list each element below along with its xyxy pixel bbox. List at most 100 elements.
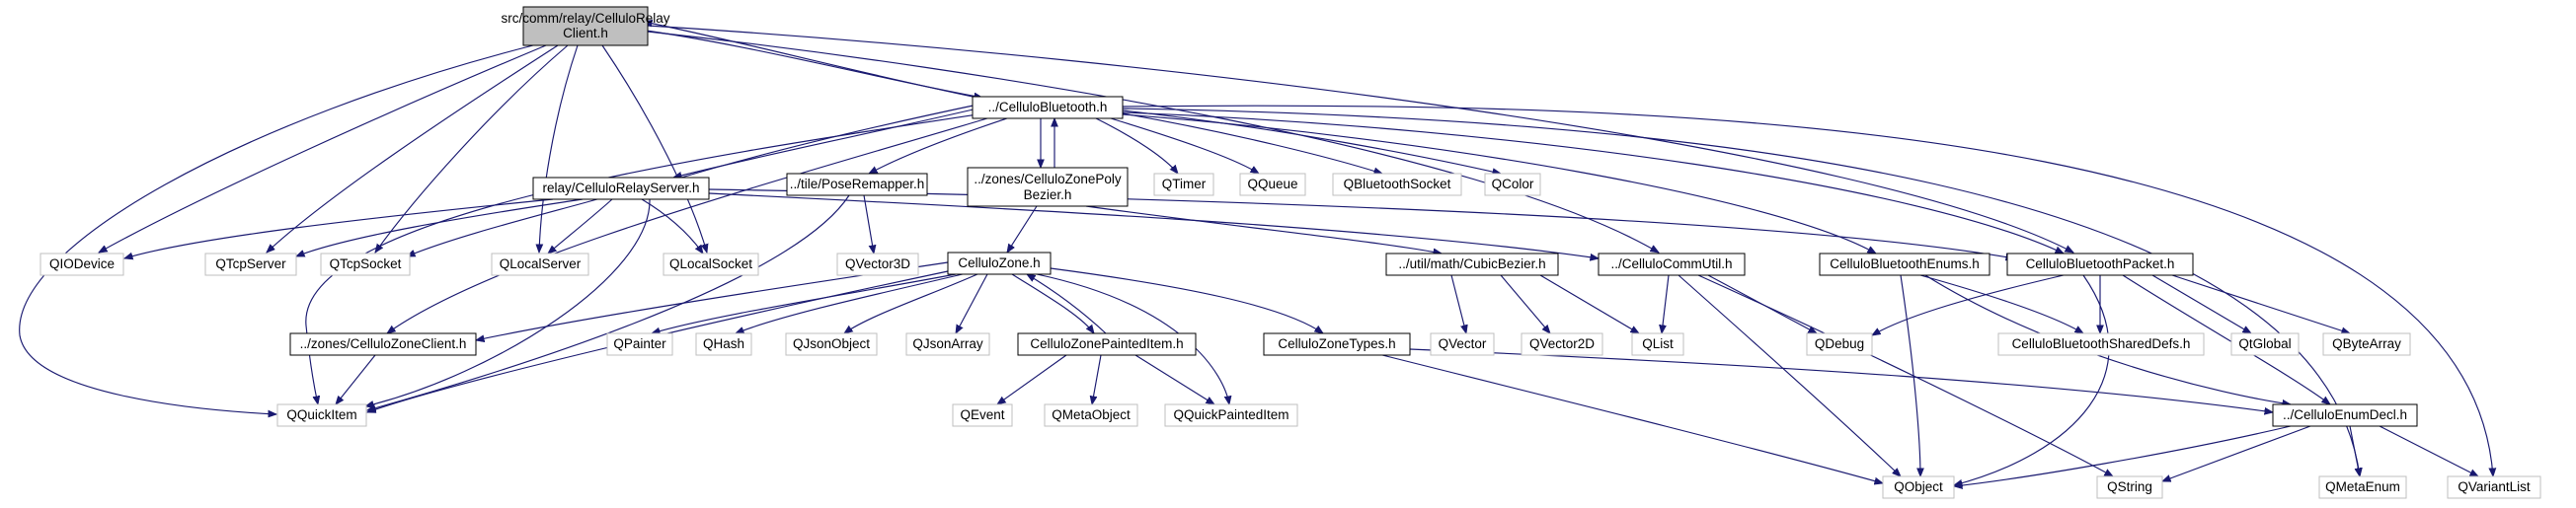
node-qvariantlist[interactable]: QVariantList	[2447, 475, 2541, 499]
edge-bt-to-relayserver	[673, 108, 978, 178]
edge-cubic-to-qvector	[1450, 274, 1466, 333]
svg-text:QTcpServer: QTcpServer	[215, 256, 286, 271]
edge-zoneclient-to-qquickitem	[336, 354, 376, 404]
svg-text:QVector2D: QVector2D	[1529, 336, 1595, 351]
svg-text:QVector3D: QVector3D	[845, 256, 910, 271]
edge-bt-to-bluetoothenums	[1122, 113, 1876, 254]
node-qevent[interactable]: QEvent	[952, 403, 1013, 427]
edge-zone-to-paintedtem	[1011, 273, 1094, 333]
node-qtimer[interactable]: QTimer	[1153, 173, 1214, 196]
svg-text:../tile/PoseRemapper.h: ../tile/PoseRemapper.h	[790, 177, 925, 191]
edge-relay-to-packet	[708, 188, 2014, 258]
edge-enumdecl-to-qvariantlist	[2379, 425, 2478, 476]
edge-zonepoly-to-cellulozone	[1007, 205, 1038, 253]
node-qcolor[interactable]: QColor	[1484, 173, 1541, 196]
edge-packet-to-qdebug	[1872, 274, 2065, 335]
node-qjsonarray[interactable]: QJsonArray	[905, 332, 990, 356]
node-root[interactable]: src/comm/relay/CelluloRelay Client.h	[501, 6, 670, 46]
node-qlist[interactable]: QList	[1631, 332, 1684, 356]
svg-text:QPainter: QPainter	[613, 336, 666, 351]
svg-text:QDebug: QDebug	[1815, 336, 1864, 351]
node-qvector[interactable]: QVector	[1430, 332, 1495, 356]
svg-text:CelluloZone.h: CelluloZone.h	[958, 255, 1040, 270]
node-bluetooth-shared-defs[interactable]: CelluloBluetoothSharedDefs.h	[1997, 332, 2205, 356]
edge-zone-to-qquickitem	[367, 270, 949, 412]
node-zone-client[interactable]: ../zones/CelluloZoneClient.h	[289, 332, 477, 356]
svg-text:QByteArray: QByteArray	[2332, 336, 2401, 351]
node-qlocalserver[interactable]: QLocalServer	[491, 253, 589, 276]
edge-painted-to-zone	[1027, 274, 1107, 334]
node-zone-poly-bezier[interactable]: ../zones/CelluloZonePoly Bezier.h	[967, 167, 1129, 207]
dependency-nodes: src/comm/relay/CelluloRelay Client.h ../…	[39, 6, 2541, 499]
node-qpainter[interactable]: QPainter	[606, 332, 673, 356]
edge-relay-to-qlocalsocket	[641, 198, 703, 254]
node-cellulo-zone[interactable]: CelluloZone.h	[947, 252, 1052, 275]
svg-text:QQuickPaintedItem: QQuickPaintedItem	[1173, 407, 1288, 422]
edge-packet-to-qtglobal	[2151, 274, 2251, 333]
svg-text:CelluloBluetoothSharedDefs.h: CelluloBluetoothSharedDefs.h	[2012, 336, 2191, 351]
node-qmetaenum[interactable]: QMetaEnum	[2318, 475, 2407, 499]
node-qlocalsocket[interactable]: QLocalSocket	[663, 253, 759, 276]
edge-zone-to-qpainter	[652, 273, 957, 333]
node-qtglobal[interactable]: QtGlobal	[2230, 332, 2300, 356]
edge-packet-to-qbytearray	[2171, 274, 2350, 333]
node-qobject[interactable]: QObject	[1882, 475, 1955, 499]
node-qtcpserver[interactable]: QTcpServer	[204, 253, 297, 276]
edge-relay-to-qtcpserver	[296, 198, 584, 257]
svg-text:../CelluloEnumDecl.h: ../CelluloEnumDecl.h	[2283, 407, 2407, 422]
svg-text:QList: QList	[1642, 336, 1674, 351]
svg-text:../zones/CelluloZonePoly: ../zones/CelluloZonePoly	[974, 172, 1122, 186]
svg-text:QIODevice: QIODevice	[49, 256, 115, 271]
node-qjsonobject[interactable]: QJsonObject	[785, 332, 878, 356]
node-qquickitem[interactable]: QQuickItem	[276, 403, 367, 427]
svg-text:QTimer: QTimer	[1162, 177, 1207, 191]
node-comm-util[interactable]: ../CelluloCommUtil.h	[1598, 253, 1746, 276]
node-qhash[interactable]: QHash	[695, 332, 752, 356]
edge-commutil-to-qstring	[1697, 274, 2113, 476]
node-qvector3d[interactable]: QVector3D	[836, 253, 919, 276]
svg-text:QtGlobal: QtGlobal	[2238, 336, 2291, 351]
node-qtcpsocket[interactable]: QTcpSocket	[320, 253, 411, 276]
svg-text:QTcpSocket: QTcpSocket	[330, 256, 402, 271]
edge-commutil-to-qlist	[1662, 274, 1670, 333]
edge-pose-to-qquickitem	[367, 194, 850, 410]
node-enum-decl[interactable]: ../CelluloEnumDecl.h	[2272, 403, 2418, 427]
node-bluetooth-enums[interactable]: CelluloBluetoothEnums.h	[1819, 253, 1991, 276]
edge-bt-to-packet	[1122, 111, 2064, 254]
edge-zonetypes-to-enumdecl	[1409, 348, 2273, 412]
node-bluetooth-packet[interactable]: CelluloBluetoothPacket.h	[2006, 253, 2194, 276]
svg-text:QVariantList: QVariantList	[2458, 479, 2531, 494]
edge-root-to-qtcpsocket	[375, 44, 569, 253]
dependency-edges	[19, 22, 2493, 486]
edge-painted-to-qmetaobject	[1092, 354, 1102, 404]
svg-text:Bezier.h: Bezier.h	[1024, 187, 1072, 202]
node-relay-server[interactable]: relay/CelluloRelayServer.h	[532, 177, 710, 200]
node-qqueue[interactable]: QQueue	[1239, 173, 1306, 196]
svg-text:QLocalServer: QLocalServer	[500, 256, 582, 271]
node-pose-remapper[interactable]: ../tile/PoseRemapper.h	[786, 173, 928, 196]
node-qstring[interactable]: QString	[2096, 475, 2163, 499]
svg-text:CelluloZoneTypes.h: CelluloZoneTypes.h	[1278, 336, 1395, 351]
edge-bt-to-poseremapper	[869, 117, 1008, 174]
node-cellulo-bluetooth[interactable]: ../CelluloBluetooth.h	[972, 96, 1124, 119]
edge-pose-to-qvector3d	[863, 194, 874, 254]
edge-zone-to-qjsonarray	[956, 273, 988, 333]
node-zone-painted-item[interactable]: CelluloZonePaintedItem.h	[1017, 332, 1197, 356]
edge-bt-to-qqueue	[1110, 117, 1259, 174]
node-qdebug[interactable]: QDebug	[1806, 332, 1873, 356]
edge-root-to-qlocalserver	[539, 44, 579, 253]
node-qmetaobject[interactable]: QMetaObject	[1044, 403, 1138, 427]
edge-root-to-qquickitem	[19, 44, 534, 414]
node-qbytearray[interactable]: QByteArray	[2322, 332, 2411, 356]
node-qiodevice[interactable]: QIODevice	[39, 253, 124, 276]
node-cubic-bezier[interactable]: ../util/math/CubicBezier.h	[1385, 253, 1559, 276]
node-qvector2d[interactable]: QVector2D	[1521, 332, 1603, 356]
edge-enums-to-enumdecl	[1924, 274, 2291, 404]
node-zone-types[interactable]: CelluloZoneTypes.h	[1263, 332, 1411, 356]
node-qquickpainteditem[interactable]: QQuickPaintedItem	[1164, 403, 1298, 427]
svg-text:QJsonObject: QJsonObject	[793, 336, 870, 351]
svg-text:src/comm/relay/CelluloRelay: src/comm/relay/CelluloRelay	[501, 11, 669, 26]
node-qbluetoothsocket[interactable]: QBluetoothSocket	[1332, 173, 1462, 196]
edge-bt-to-qvariantlist	[1122, 105, 2493, 476]
svg-text:QColor: QColor	[1492, 177, 1534, 191]
